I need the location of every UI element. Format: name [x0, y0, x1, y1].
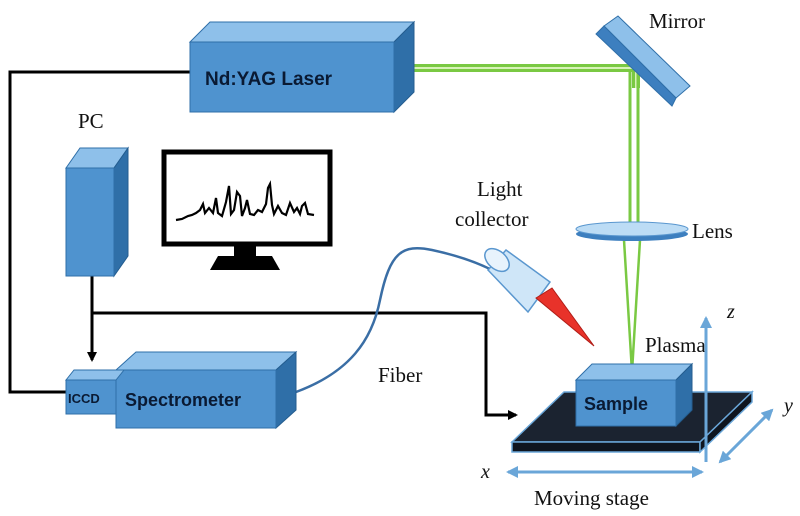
spectrometer-label: Spectrometer — [125, 390, 241, 410]
stage-axes — [506, 316, 774, 478]
plasma-label: Plasma — [645, 333, 706, 357]
light-collector-label-line2: collector — [455, 207, 528, 231]
monitor — [161, 149, 333, 270]
light-collector — [484, 247, 595, 347]
laser-box — [188, 20, 416, 114]
x-axis-label: x — [480, 461, 490, 483]
signal-wires — [8, 70, 518, 420]
sample-block — [574, 362, 694, 428]
y-axis-label: y — [782, 395, 793, 417]
laser-trigger-wire — [8, 70, 192, 394]
pc-label: PC — [78, 109, 104, 133]
laser-label: Nd:YAG Laser — [205, 69, 333, 90]
lens-label: Lens — [692, 219, 733, 243]
mirror — [595, 15, 691, 107]
lens — [575, 221, 689, 241]
pc-tower — [65, 146, 129, 278]
mirror-label: Mirror — [649, 9, 705, 33]
fiber-cable — [295, 247, 493, 394]
light-collector-label-line1: Light — [477, 177, 523, 201]
spectrum-trace — [175, 180, 315, 222]
plasma-emission-cone — [535, 287, 595, 347]
z-axis-label: z — [726, 301, 735, 323]
iccd-box — [64, 369, 126, 415]
sample-label: Sample — [584, 394, 648, 414]
pc-to-stage-wire — [92, 311, 518, 420]
iccd-label: ICCD — [68, 391, 100, 406]
moving-stage-label: Moving stage — [534, 486, 649, 510]
y-axis-arrow — [718, 408, 774, 464]
fiber-label: Fiber — [378, 363, 422, 387]
